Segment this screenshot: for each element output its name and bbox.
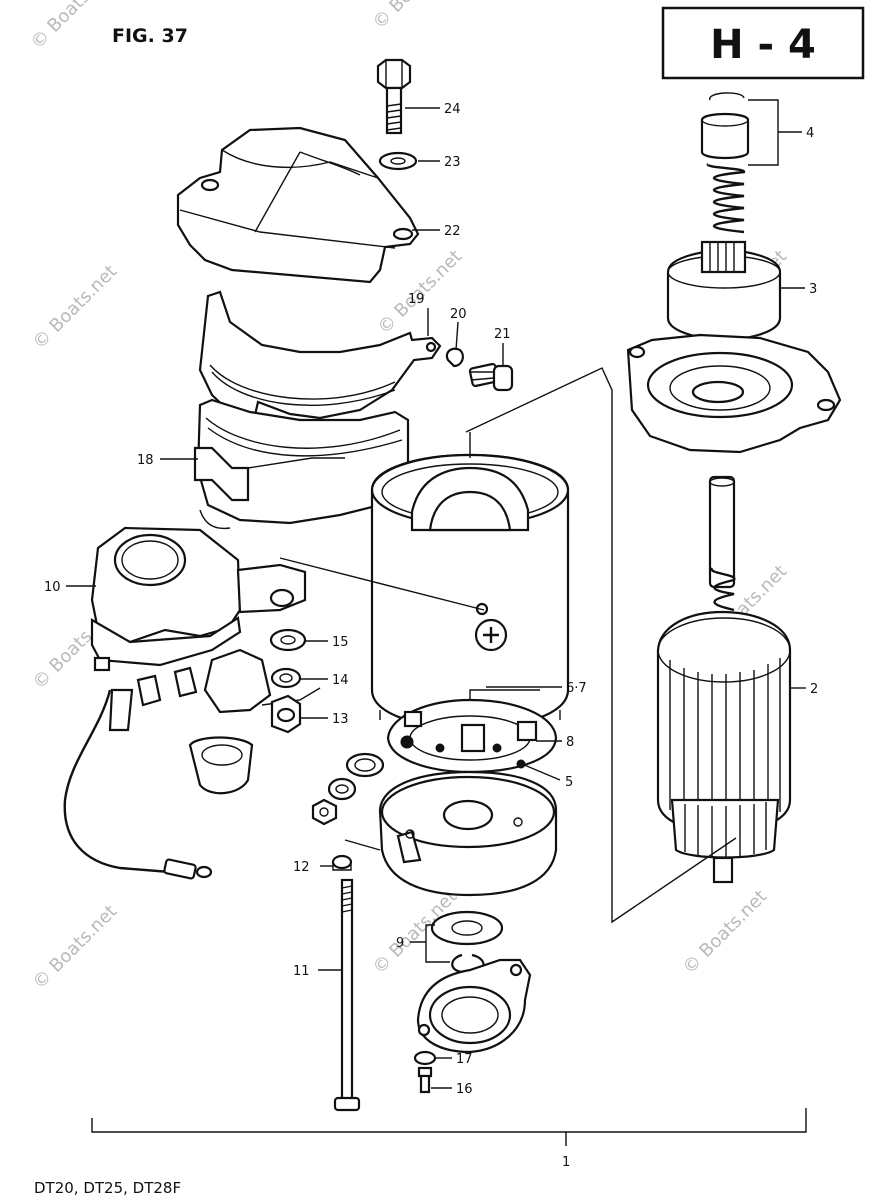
callout-8: 8 — [566, 735, 574, 750]
screw-16 — [417, 1066, 433, 1094]
washer-15 — [269, 628, 307, 652]
washers-9 — [430, 910, 504, 974]
section-code: H - 4 — [710, 22, 816, 68]
callout-18: 18 — [137, 453, 154, 468]
callout-labels: 24 23 22 19 20 21 18 10 15 14 13 12 11 9… — [44, 102, 818, 1170]
end-cap-5 — [344, 770, 558, 897]
yoke-frame — [370, 453, 570, 730]
bearing-plate — [416, 958, 532, 1054]
cover-22 — [176, 126, 420, 284]
watermark: © Boats.net — [369, 0, 461, 34]
callout-12: 12 — [293, 860, 310, 875]
brush-holder — [386, 689, 558, 774]
watermark: © Boats.net — [27, 0, 119, 54]
washer-17 — [413, 1050, 437, 1066]
watermark: © Boats.net — [29, 261, 121, 353]
callout-20: 20 — [450, 307, 467, 322]
pinion-stop-4 — [700, 92, 750, 234]
section-code-box — [661, 6, 865, 80]
lockwasher-20 — [445, 347, 464, 368]
armature-2 — [656, 475, 792, 884]
callout-3: 3 — [809, 282, 817, 297]
callout-2: 2 — [810, 682, 818, 697]
callout-4: 4 — [806, 126, 814, 141]
washer-23 — [378, 151, 418, 171]
housing-18 — [193, 398, 410, 530]
callout-19: 19 — [408, 292, 425, 307]
callout-15: 15 — [332, 635, 349, 650]
callout-23: 23 — [444, 155, 461, 170]
callout-24: 24 — [444, 102, 461, 117]
callout-5: 5 — [565, 775, 573, 790]
model-list: DT20, DT25, DT28F — [34, 1179, 181, 1197]
callout-22: 22 — [444, 224, 461, 239]
solenoid-10 — [63, 526, 321, 880]
figure-label: FIG. 37 — [112, 25, 188, 47]
pinion-3 — [666, 240, 782, 342]
callout-21: 21 — [494, 327, 511, 342]
nut-12 — [331, 854, 353, 871]
screw-21 — [468, 362, 514, 392]
callout-17: 17 — [456, 1052, 473, 1067]
nut-13 — [270, 694, 302, 734]
washer-14 — [270, 667, 302, 689]
callout-13: 13 — [332, 712, 349, 727]
assembly-lines — [279, 367, 737, 924]
through-bolt-11 — [333, 878, 361, 1112]
callout-6-7: 6·7 — [566, 681, 587, 696]
assembly-number: 1 — [562, 1155, 570, 1170]
bolt-24 — [376, 58, 412, 135]
watermark: © Boats.net — [679, 886, 771, 978]
callout-14: 14 — [332, 673, 349, 688]
watermark: © Boats.net — [29, 901, 121, 993]
callout-9: 9 — [396, 936, 404, 951]
washer-set — [311, 752, 385, 826]
callout-11: 11 — [293, 964, 310, 979]
callout-16: 16 — [456, 1082, 473, 1097]
callout-10: 10 — [44, 580, 61, 595]
front-bracket — [626, 333, 842, 454]
assembly-bracket — [91, 1108, 807, 1146]
